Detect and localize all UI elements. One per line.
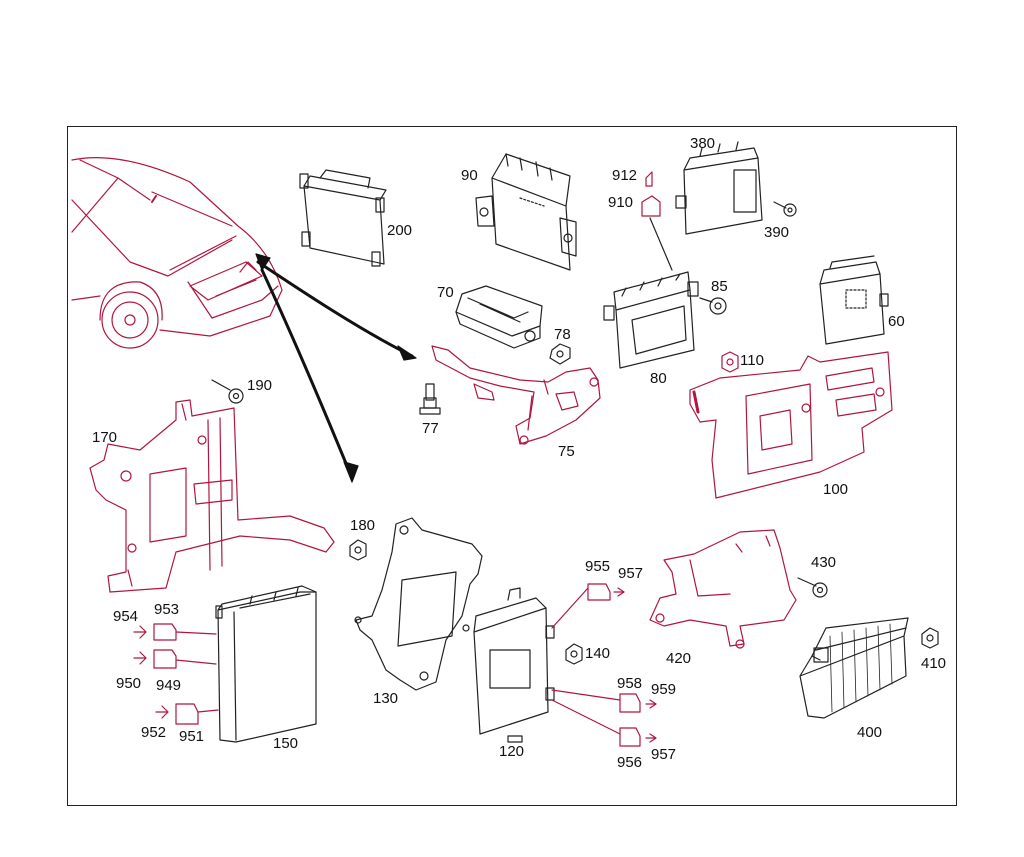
part-100-bracket bbox=[689, 351, 893, 499]
label-954: 954 bbox=[113, 608, 139, 625]
part-60-module bbox=[819, 255, 889, 345]
label-190: 190 bbox=[247, 377, 273, 394]
label-912: 912 bbox=[612, 167, 638, 184]
label-100: 100 bbox=[823, 481, 849, 498]
label-70: 70 bbox=[437, 284, 454, 301]
part-390-fastener bbox=[773, 201, 797, 217]
part-430-bolt bbox=[797, 577, 828, 598]
label-959: 959 bbox=[651, 681, 677, 698]
part-170-bracket bbox=[89, 399, 335, 593]
car-rear-illustration bbox=[71, 157, 283, 349]
part-190-bolt bbox=[211, 379, 244, 404]
part-75-bracket bbox=[431, 345, 601, 445]
arrows bbox=[255, 253, 417, 483]
part-130-bracket bbox=[354, 517, 483, 691]
label-910: 910 bbox=[608, 194, 634, 211]
label-950: 950 bbox=[116, 675, 142, 692]
part-380-module bbox=[675, 141, 763, 235]
part-410-nut bbox=[921, 627, 939, 649]
part-420-bracket bbox=[649, 529, 797, 649]
part-78-nut bbox=[549, 343, 571, 365]
label-390: 390 bbox=[764, 224, 790, 241]
label-958: 958 bbox=[617, 675, 643, 692]
label-410: 410 bbox=[921, 655, 947, 672]
label-420: 420 bbox=[666, 650, 692, 667]
part-12x-connectors bbox=[551, 583, 657, 747]
label-200: 200 bbox=[387, 222, 413, 239]
label-956: 956 bbox=[617, 754, 643, 771]
part-110-nut bbox=[721, 351, 739, 373]
label-957-top: 957 bbox=[618, 565, 644, 582]
label-90: 90 bbox=[461, 167, 478, 184]
label-380: 380 bbox=[690, 135, 716, 152]
part-15x-connectors bbox=[133, 623, 219, 725]
label-951: 951 bbox=[179, 728, 205, 745]
part-200-module bbox=[299, 169, 387, 267]
part-180-nut bbox=[349, 539, 367, 561]
label-77: 77 bbox=[422, 420, 439, 437]
label-953: 953 bbox=[154, 601, 180, 618]
label-170: 170 bbox=[92, 429, 118, 446]
label-430: 430 bbox=[811, 554, 837, 571]
label-955: 955 bbox=[585, 558, 611, 575]
label-130: 130 bbox=[373, 690, 399, 707]
part-140-nut bbox=[565, 643, 583, 665]
part-90-module bbox=[475, 153, 577, 271]
label-120: 120 bbox=[499, 743, 525, 760]
part-150-module bbox=[215, 585, 317, 743]
label-949: 949 bbox=[156, 677, 182, 694]
diagram-frame bbox=[67, 126, 957, 806]
label-85: 85 bbox=[711, 278, 728, 295]
label-80: 80 bbox=[650, 370, 667, 387]
label-75: 75 bbox=[558, 443, 575, 460]
label-957-bottom: 957 bbox=[651, 746, 677, 763]
label-952: 952 bbox=[141, 724, 167, 741]
label-150: 150 bbox=[273, 735, 299, 752]
label-140: 140 bbox=[585, 645, 611, 662]
label-60: 60 bbox=[888, 313, 905, 330]
part-85-screw bbox=[699, 297, 727, 315]
label-400: 400 bbox=[857, 724, 883, 741]
label-110: 110 bbox=[740, 352, 764, 369]
label-78: 78 bbox=[554, 326, 571, 343]
part-77-bolt bbox=[419, 383, 441, 415]
part-70-module bbox=[455, 285, 543, 349]
part-910-912-connectors bbox=[641, 171, 673, 271]
part-80-module bbox=[603, 271, 699, 369]
part-400-amplifier bbox=[799, 617, 909, 719]
label-180: 180 bbox=[350, 517, 376, 534]
part-120-module bbox=[473, 587, 555, 743]
